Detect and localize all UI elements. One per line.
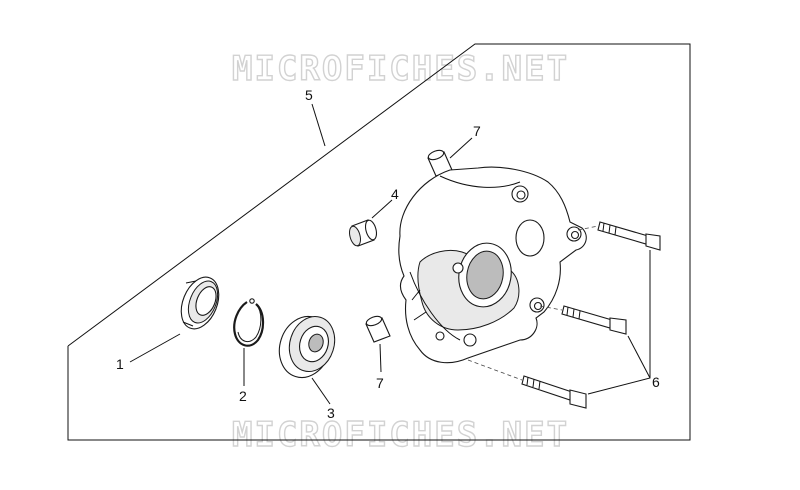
- bolt-icon: [597, 221, 661, 251]
- watermark-bottom: MICROFICHES.NET: [232, 415, 569, 455]
- callout-4: 4: [391, 186, 399, 202]
- leader-line-6b: [627, 335, 651, 379]
- callout-2: 2: [239, 388, 247, 404]
- callout-1: 1: [116, 356, 124, 372]
- leader-line-7-bottom: [379, 343, 382, 373]
- leader-line-1: [129, 333, 181, 363]
- needle-bearing-icon: [349, 219, 378, 247]
- leader-line-4: [371, 199, 393, 219]
- callout-7-bottom: 7: [376, 375, 384, 391]
- pump-cover-icon: [398, 166, 587, 364]
- dowel-bushing-icon: [365, 315, 391, 343]
- bearing-icon: [278, 315, 336, 379]
- leader-line-5: [311, 103, 326, 147]
- leader-line-3: [311, 377, 331, 405]
- circlip-icon: [233, 298, 265, 347]
- watermark-top: MICROFICHES.NET: [232, 49, 569, 89]
- leader-line-7-top: [449, 137, 473, 159]
- bolt-icon: [561, 305, 627, 335]
- callout-6: 6: [652, 374, 660, 390]
- kit-boundary: [67, 43, 691, 441]
- callout-7-top: 7: [473, 123, 481, 139]
- callout-3: 3: [327, 405, 335, 421]
- callout-5: 5: [305, 87, 313, 103]
- oil-seal-icon: [180, 276, 220, 330]
- bolt-icon: [521, 375, 587, 409]
